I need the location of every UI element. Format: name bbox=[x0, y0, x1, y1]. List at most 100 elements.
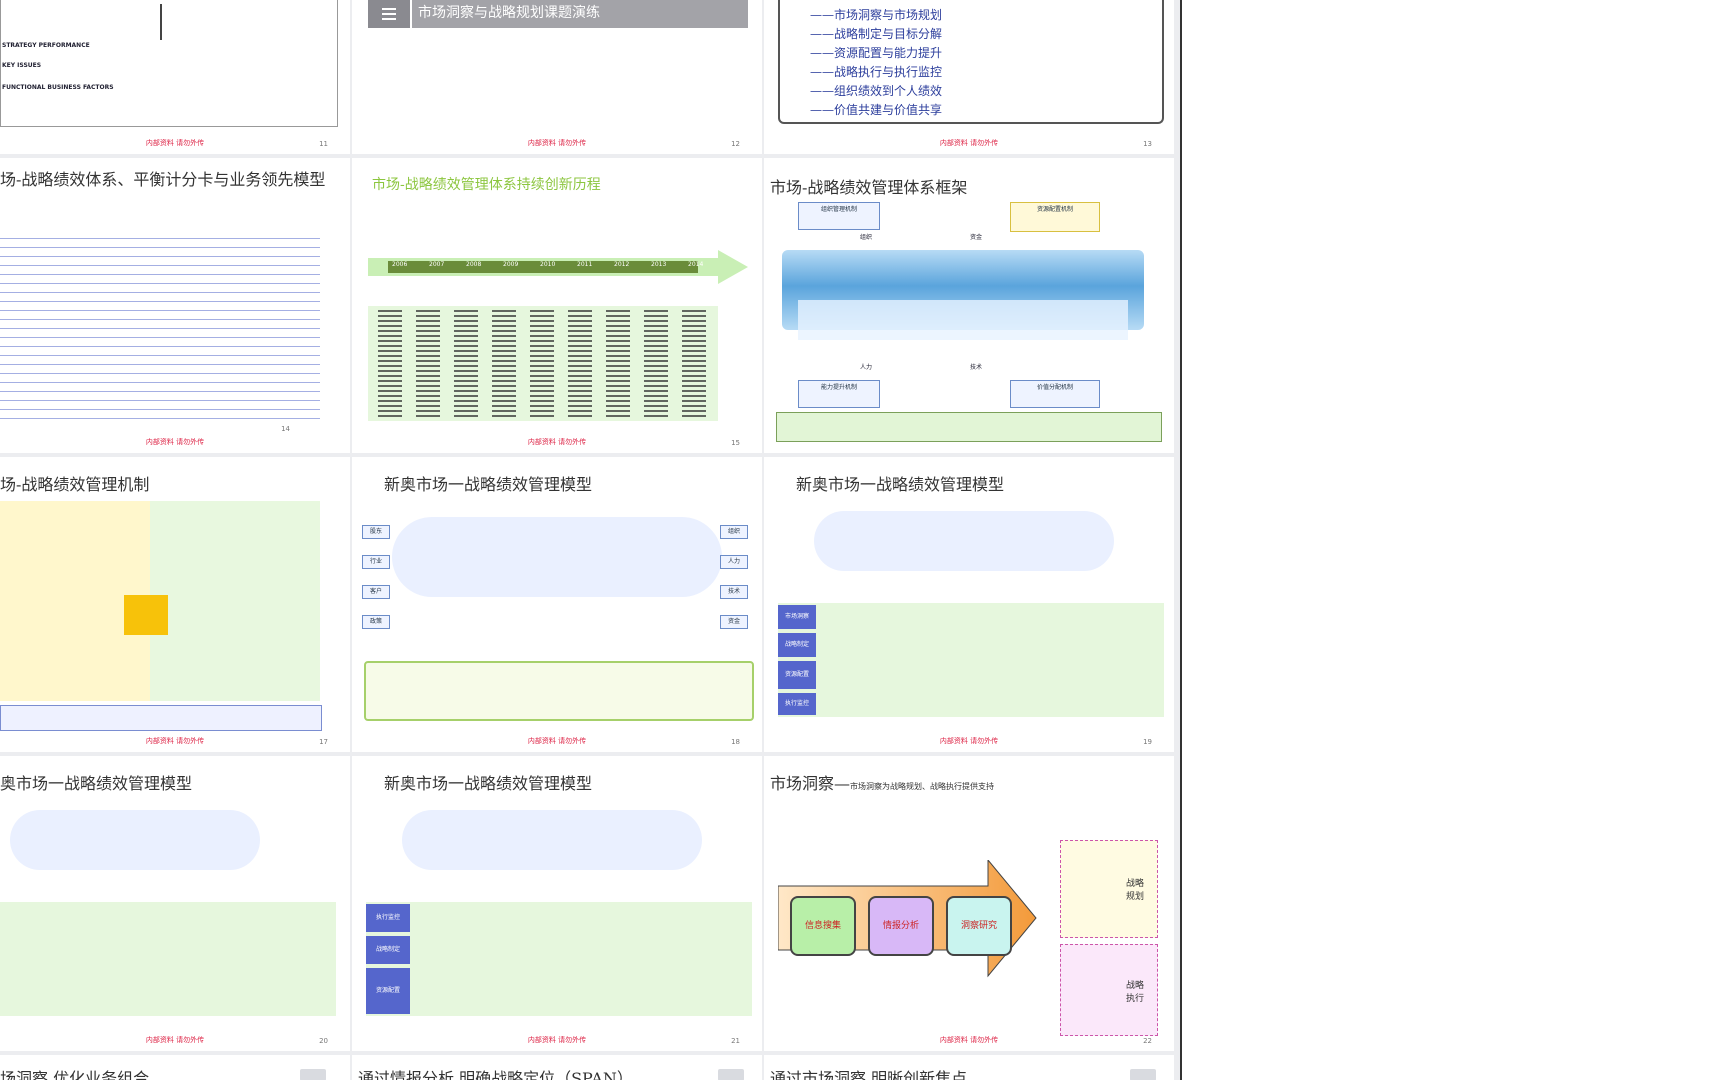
slide-title: 场-战略绩效管理机制 bbox=[0, 475, 150, 494]
outcome-panel bbox=[1060, 840, 1158, 938]
timeline-year: 2014 bbox=[688, 261, 704, 268]
mechanism-summary bbox=[0, 705, 322, 731]
slide-title: 市场洞察—市场洞察为战略规划、战略执行提供支持 bbox=[770, 770, 994, 794]
timeline-year: 2013 bbox=[651, 261, 667, 268]
slide-title-main: 市场洞察— bbox=[770, 774, 851, 793]
slide-thumbnail-13[interactable]: ——市场洞察与市场规划 ——战略制定与目标分解 ——资源配置与能力提升 ——战略… bbox=[764, 0, 1174, 154]
slide-thumbnail-25[interactable]: 通过市场洞察 明晰创新焦点 bbox=[764, 1055, 1174, 1080]
process-step: 信息搜集 bbox=[790, 896, 856, 956]
arrow-icon bbox=[718, 1069, 744, 1080]
slide-thumbnail-11[interactable]: STRATEGY PERFORMANCE KEY ISSUES FUNCTION… bbox=[0, 0, 350, 154]
slide-thumbnail-12[interactable]: 市场洞察与战略规划课题演练 内部资料 请勿外传 12 bbox=[352, 0, 762, 154]
slide-title: 场洞察 优化业务组合 bbox=[0, 1069, 150, 1080]
slide-title: 通过情报分析 明确战略定位（SPAN） bbox=[358, 1069, 633, 1080]
doc-heading: FUNCTIONAL BUSINESS FACTORS bbox=[2, 84, 114, 91]
model-input-box: 政策 bbox=[362, 615, 390, 629]
page-number: 11 bbox=[319, 140, 328, 148]
page-number: 19 bbox=[1143, 738, 1152, 746]
page-number: 21 bbox=[731, 1037, 740, 1045]
timeline-year: 2012 bbox=[614, 261, 630, 268]
slide-title: 市场-战略绩效管理体系持续创新历程 bbox=[372, 177, 601, 193]
model-diagram bbox=[10, 810, 260, 870]
framework-box: 组织管理机制 bbox=[798, 202, 880, 230]
slide-thumbnail-21[interactable]: 新奥市场一战略绩效管理模型 执行监控 战略制定 资源配置 内部资料 请勿外传 2… bbox=[352, 756, 762, 1051]
slide-thumbnail-16[interactable]: 市场-战略绩效管理体系框架 组织管理机制 资源配置机制 能力提升机制 价值分配机… bbox=[764, 158, 1174, 453]
mechanism-zone bbox=[150, 501, 320, 701]
model-diagram bbox=[392, 517, 722, 597]
footer-brand: 内部资料 请勿外传 bbox=[527, 1036, 587, 1044]
slide-title: 新奥市场一战略绩效管理模型 bbox=[384, 475, 593, 494]
model-note bbox=[364, 661, 754, 721]
timeline-year: 2007 bbox=[429, 261, 445, 268]
slide-thumbnail-17[interactable]: 场-战略绩效管理机制 内部资料 请勿外传 17 bbox=[0, 457, 350, 752]
framework-box: 价值分配机制 bbox=[1010, 380, 1100, 408]
model-bar: 资源配置 bbox=[366, 968, 410, 1014]
footer-brand: 内部资料 请勿外传 bbox=[527, 737, 587, 745]
footer-brand: 内部资料 请勿外传 bbox=[145, 438, 205, 446]
slide-thumbnail-14[interactable]: 场-战略绩效体系、平衡计分卡与业务领先模型 内部资料 请勿外传 14 bbox=[0, 158, 350, 453]
footer-brand: 内部资料 请勿外传 bbox=[145, 1036, 205, 1044]
slide-title: 市场-战略绩效管理体系框架 bbox=[770, 178, 968, 197]
page-number: 18 bbox=[731, 738, 740, 746]
agenda-item: ——战略制定与目标分解 bbox=[810, 27, 943, 41]
slide-thumbnail-24[interactable]: 通过情报分析 明确战略定位（SPAN） bbox=[352, 1055, 762, 1080]
model-output-box: 组织 bbox=[720, 525, 748, 539]
timeline-year: 2008 bbox=[466, 261, 482, 268]
model-diagram bbox=[814, 511, 1114, 571]
divider bbox=[160, 4, 162, 40]
timeline-arrow bbox=[368, 250, 748, 284]
menu-icon bbox=[368, 0, 410, 28]
document-frame bbox=[0, 0, 338, 127]
model-input-box: 股东 bbox=[362, 525, 390, 539]
slide-title: 场-战略绩效体系、平衡计分卡与业务领先模型 bbox=[0, 170, 326, 189]
agenda-list: ——市场洞察与市场规划 ——战略制定与目标分解 ——资源配置与能力提升 ——战略… bbox=[810, 6, 942, 120]
framework-summary bbox=[776, 412, 1162, 442]
slide-thumbnail-22[interactable]: 市场洞察—市场洞察为战略规划、战略执行提供支持 信息搜集 情报分析 洞察研究 战… bbox=[764, 756, 1174, 1051]
model-bar: 市场洞察 bbox=[778, 605, 816, 629]
page-number: 17 bbox=[319, 738, 328, 746]
timeline-year: 2006 bbox=[392, 261, 408, 268]
agenda-item: ——市场洞察与市场规划 bbox=[810, 8, 943, 22]
doc-heading: KEY ISSUES bbox=[2, 62, 42, 69]
arrow-icon bbox=[1130, 1069, 1156, 1080]
page-number: 20 bbox=[319, 1037, 328, 1045]
framework-label: 技术 bbox=[970, 364, 983, 371]
model-input-box: 客户 bbox=[362, 585, 390, 599]
footer-brand: 内部资料 请勿外传 bbox=[939, 1036, 999, 1044]
model-bar: 执行监控 bbox=[778, 693, 816, 715]
slide-thumbnail-23[interactable]: 场洞察 优化业务组合 bbox=[0, 1055, 350, 1080]
slide-title: 奥市场一战略绩效管理模型 bbox=[0, 774, 193, 793]
timeline-year: 2011 bbox=[577, 261, 593, 268]
page-number: 13 bbox=[1143, 140, 1152, 148]
core-gear-icon bbox=[124, 595, 168, 635]
process-step: 情报分析 bbox=[868, 896, 934, 956]
process-step: 洞察研究 bbox=[946, 896, 1012, 956]
model-bar: 战略制定 bbox=[778, 633, 816, 657]
page-number: 22 bbox=[1143, 1037, 1152, 1045]
slide-title: 新奥市场一战略绩效管理模型 bbox=[384, 774, 593, 793]
slide-subtitle: 市场洞察为战略规划、战略执行提供支持 bbox=[850, 782, 995, 791]
agenda-item: ——资源配置与能力提升 bbox=[810, 46, 943, 60]
framework-label: 资金 bbox=[970, 234, 983, 241]
model-diagram bbox=[402, 810, 702, 870]
footer-brand: 内部资料 请勿外传 bbox=[527, 139, 587, 147]
timeline-year: 2009 bbox=[503, 261, 519, 268]
model-bar: 资源配置 bbox=[778, 661, 816, 689]
slide-thumbnail-20[interactable]: 奥市场一战略绩效管理模型 内部资料 请勿外传 20 bbox=[0, 756, 350, 1051]
slide-thumbnail-18[interactable]: 新奥市场一战略绩效管理模型 股东 行业 客户 政策 组织 人力 技术 资金 内部… bbox=[352, 457, 762, 752]
slide-thumbnail-19[interactable]: 新奥市场一战略绩效管理模型 市场洞察 战略制定 资源配置 执行监控 内部资料 请… bbox=[764, 457, 1174, 752]
page-number: 15 bbox=[731, 439, 740, 447]
agenda-item: ——组织绩效到个人绩效 bbox=[810, 84, 943, 98]
banner-title: 市场洞察与战略规划课题演练 bbox=[412, 0, 748, 28]
page-number: 12 bbox=[731, 140, 740, 148]
agenda-item: ——战略执行与执行监控 bbox=[810, 65, 943, 79]
timeline-detail-text bbox=[372, 310, 714, 418]
framework-box: 资源配置机制 bbox=[1010, 202, 1100, 232]
framework-inner bbox=[798, 300, 1128, 340]
slide-title: 新奥市场一战略绩效管理模型 bbox=[796, 475, 1005, 494]
agenda-item: ——价值共建与价值共享 bbox=[810, 103, 943, 117]
model-output-box: 技术 bbox=[720, 585, 748, 599]
footer-brand: 内部资料 请勿外传 bbox=[939, 737, 999, 745]
